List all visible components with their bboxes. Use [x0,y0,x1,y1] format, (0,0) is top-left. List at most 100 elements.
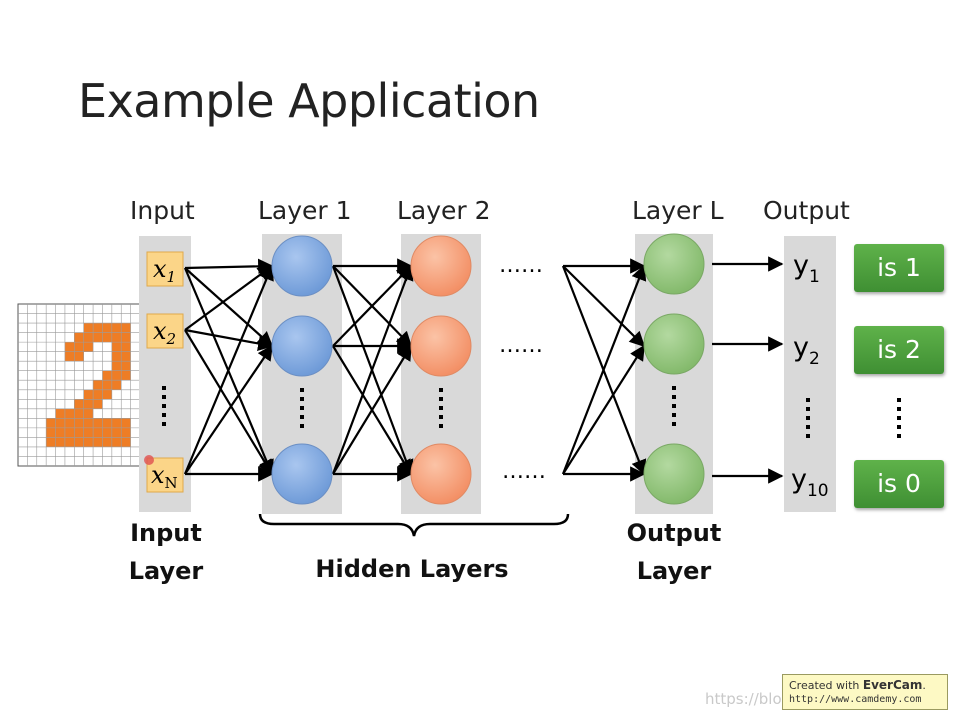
digit-pixel [83,408,94,419]
digit-pixel [111,380,122,390]
digit-pixel [121,351,131,362]
digit-pixel [83,437,94,447]
digit-pixel [111,418,122,428]
header-layer-l: Layer L [632,196,724,225]
result-button-is-1[interactable]: is 1 [854,244,944,292]
layer1-node [271,315,333,377]
digit-pixel [46,418,56,428]
digit-pixel [83,342,94,352]
ellipsis-row-2: …… [499,333,543,358]
result-button-is-0[interactable]: is 0 [854,460,944,508]
layer2-node [410,315,472,377]
digit-pixel [74,437,84,447]
ellipsis-row-3: …… [502,459,546,484]
digit-pixel [46,437,56,447]
svg-text:xN: xN [151,461,178,492]
digit-pixel [102,418,112,428]
output-layer-label: Output Layer [614,514,734,590]
digit-pixel [93,323,103,333]
digit-pixel [121,427,131,438]
ellipsis-row-1: …… [499,253,543,278]
connections-layer-l-output [712,256,784,484]
svg-text:x2: x2 [153,317,176,348]
output-layer-label-line1: Output [626,519,722,547]
digit-pixel [55,418,65,428]
layer2-node [410,443,472,505]
layer2-node [410,235,472,297]
digit-pixel [46,427,56,438]
digit-pixel [83,418,94,428]
digit-pixel [64,418,75,428]
layerl-node [643,443,705,505]
digit-pixel [111,437,122,447]
output-column [784,236,836,512]
digit-pixel [121,370,131,381]
digit-pixel [83,399,94,409]
connections-input-layer1 [183,258,274,482]
digit-pixel [83,323,94,333]
evercam-url: http://www.camdemy.com [789,694,922,705]
digit-pixel [121,361,131,371]
digit-pixel [102,323,112,333]
layerl-node [643,233,705,295]
digit-pixel [74,351,84,362]
layer1-node [271,443,333,505]
slide-title: Example Application [78,74,540,128]
cursor-indicator [144,455,154,465]
digit-pixel [121,342,131,352]
digit-pixel [93,380,103,390]
digit-pixel [74,399,84,409]
digit-pixel [64,351,75,362]
header-input: Input [130,196,195,225]
digit-pixel [102,437,112,447]
digit-pixel [111,370,122,381]
digit-pixel [83,332,94,343]
input-node-xn: xN [146,457,184,493]
digit-pixel [111,361,122,371]
input-node-x2: x2 [146,313,184,349]
evercam-badge: Created with EverCam. http://www.camdemy… [782,674,948,710]
digit-grid [18,304,140,466]
digit-pixel [102,370,112,381]
connections-to-layer-l [561,258,647,482]
input-layer-label: Input Layer [118,514,214,590]
digit-pixel [55,408,65,419]
digit-pixel [121,323,131,333]
digit-pixel [64,427,75,438]
digit-pixel [64,437,75,447]
digit-pixel [93,399,103,409]
evercam-prefix: Created with [789,679,863,692]
digit-pixel [111,342,122,352]
digit-pixel [55,437,65,447]
digit-pixel [111,427,122,438]
digit-pixel [83,389,94,400]
digit-cells [46,323,131,447]
digit-pixel [93,332,103,343]
digit-pixel [121,437,131,447]
digit-pixel [93,389,103,400]
digit-pixel [102,332,112,343]
output-node-y1: y1 [793,250,820,287]
input-node-x1: x1 [146,251,184,287]
digit-image [17,303,141,467]
digit-pixel [64,342,75,352]
evercam-brand: EverCam [862,678,923,692]
output-node-y2: y2 [793,332,820,369]
vertical-ellipsis-dots [162,386,901,438]
digit-pixel [111,332,122,343]
result-button-is-2[interactable]: is 2 [854,326,944,374]
output-node-y10: y10 [791,464,829,501]
digit-pixel [93,418,103,428]
digit-pixel [111,351,122,362]
header-layer-1: Layer 1 [258,196,352,225]
digit-pixel [55,427,65,438]
digit-pixel [74,408,84,419]
connections-layer1-layer2 [331,258,414,482]
digit-pixel [74,332,84,343]
digit-pixel [74,418,84,428]
header-layer-2: Layer 2 [397,196,491,225]
hidden-layers-brace [258,513,570,537]
digit-pixel [121,332,131,343]
